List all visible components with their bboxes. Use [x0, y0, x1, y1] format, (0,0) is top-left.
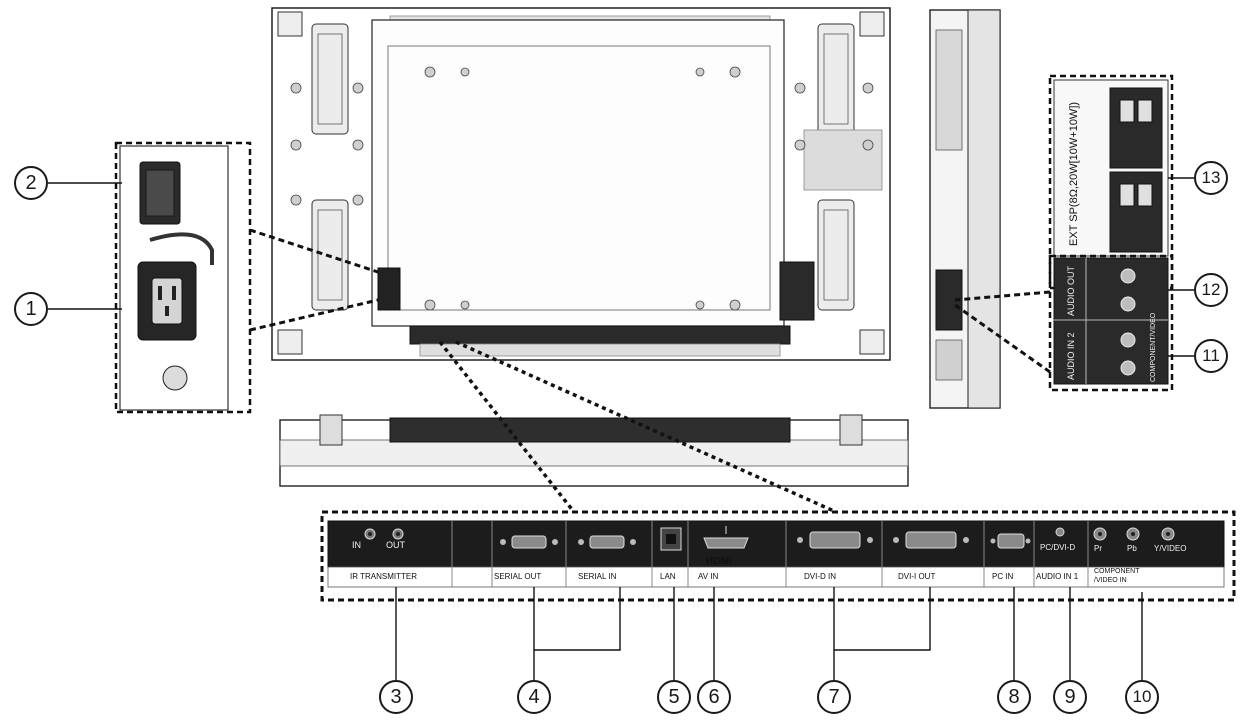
audio-out-l-jack[interactable]: [1120, 296, 1136, 312]
panel-leader-lines: [438, 340, 837, 514]
dvi-i-out-port[interactable]: [893, 531, 969, 549]
hdmi-port[interactable]: [703, 526, 749, 549]
audio-in-2-label: AUDIO IN 2: [1066, 332, 1076, 380]
ir-out-port[interactable]: [392, 528, 404, 540]
callout-4: 4: [517, 680, 551, 714]
pc-in-port[interactable]: [990, 533, 1031, 549]
audio-in2-l-jack[interactable]: [1120, 360, 1136, 376]
bottom-view: [279, 414, 909, 487]
dvi-d-in-port[interactable]: [797, 531, 873, 549]
callout-6: 6: [697, 680, 731, 714]
serial-in-port[interactable]: [578, 535, 636, 549]
component-label-2: /VIDEO IN: [1094, 577, 1127, 584]
callout-7: 7: [817, 680, 851, 714]
callout-3: 3: [379, 680, 413, 714]
serial-out-port[interactable]: [500, 535, 558, 549]
callout-1: 1: [14, 292, 48, 326]
side-inset: [954, 74, 1174, 392]
component-video-label: COMPONENT/VIDEO: [1150, 312, 1157, 382]
callout-5: 5: [657, 680, 691, 714]
rear-view: [271, 7, 891, 361]
component-label-1: COMPONENT: [1094, 568, 1140, 575]
lan-label: LAN: [660, 572, 676, 581]
callout-8: 8: [997, 680, 1031, 714]
callout-11: 11: [1194, 339, 1228, 373]
hdmi-logo: HDMI: [706, 556, 732, 567]
av-in-label: AV IN: [698, 572, 719, 581]
side-view: [929, 9, 1001, 409]
audio-out-r-jack[interactable]: [1120, 268, 1136, 284]
pc-in-label: PC IN: [992, 572, 1014, 581]
ir-in-port[interactable]: [364, 528, 376, 540]
audio-in2-r-jack[interactable]: [1120, 332, 1136, 348]
pb-jack[interactable]: [1126, 527, 1140, 541]
callout-leaders: [48, 177, 1194, 680]
ir-transmitter-label: IR TRANSMITTER: [350, 572, 417, 581]
speaker-terminal-right[interactable]: [1109, 171, 1163, 253]
pr-jack[interactable]: [1093, 527, 1107, 541]
audio-out-label: AUDIO OUT: [1066, 265, 1076, 316]
serial-out-label: SERIAL OUT: [494, 572, 542, 581]
callout-13: 13: [1194, 161, 1228, 195]
pb-label: Pb: [1127, 544, 1137, 553]
connector-panel: [320, 510, 1236, 602]
dvi-i-out-label: DVI-I OUT: [898, 572, 936, 581]
ext-speaker-label: EXT SP(8Ω,20W[10W+10W]): [1068, 101, 1080, 246]
dvi-d-in-label: DVI-D IN: [804, 572, 836, 581]
audio-in-1-jack[interactable]: [1055, 527, 1065, 537]
y-video-label: Y/VIDEO: [1154, 544, 1187, 553]
power-inset: [114, 141, 379, 414]
y-video-jack[interactable]: [1161, 527, 1175, 541]
speaker-terminal-left[interactable]: [1109, 87, 1163, 169]
ir-out-label: OUT: [386, 540, 405, 550]
serial-in-label: SERIAL IN: [578, 572, 617, 581]
callout-2: 2: [14, 166, 48, 200]
audio-in-1-label: AUDIO IN 1: [1036, 572, 1079, 581]
lan-port[interactable]: [660, 527, 682, 551]
pc-dvi-d-label: PC/DVI-D: [1040, 543, 1076, 552]
callout-9: 9: [1053, 680, 1087, 714]
callout-10: 10: [1125, 680, 1159, 714]
callout-12: 12: [1194, 273, 1228, 307]
pr-label: Pr: [1094, 544, 1102, 553]
ir-in-label: IN: [352, 540, 361, 550]
